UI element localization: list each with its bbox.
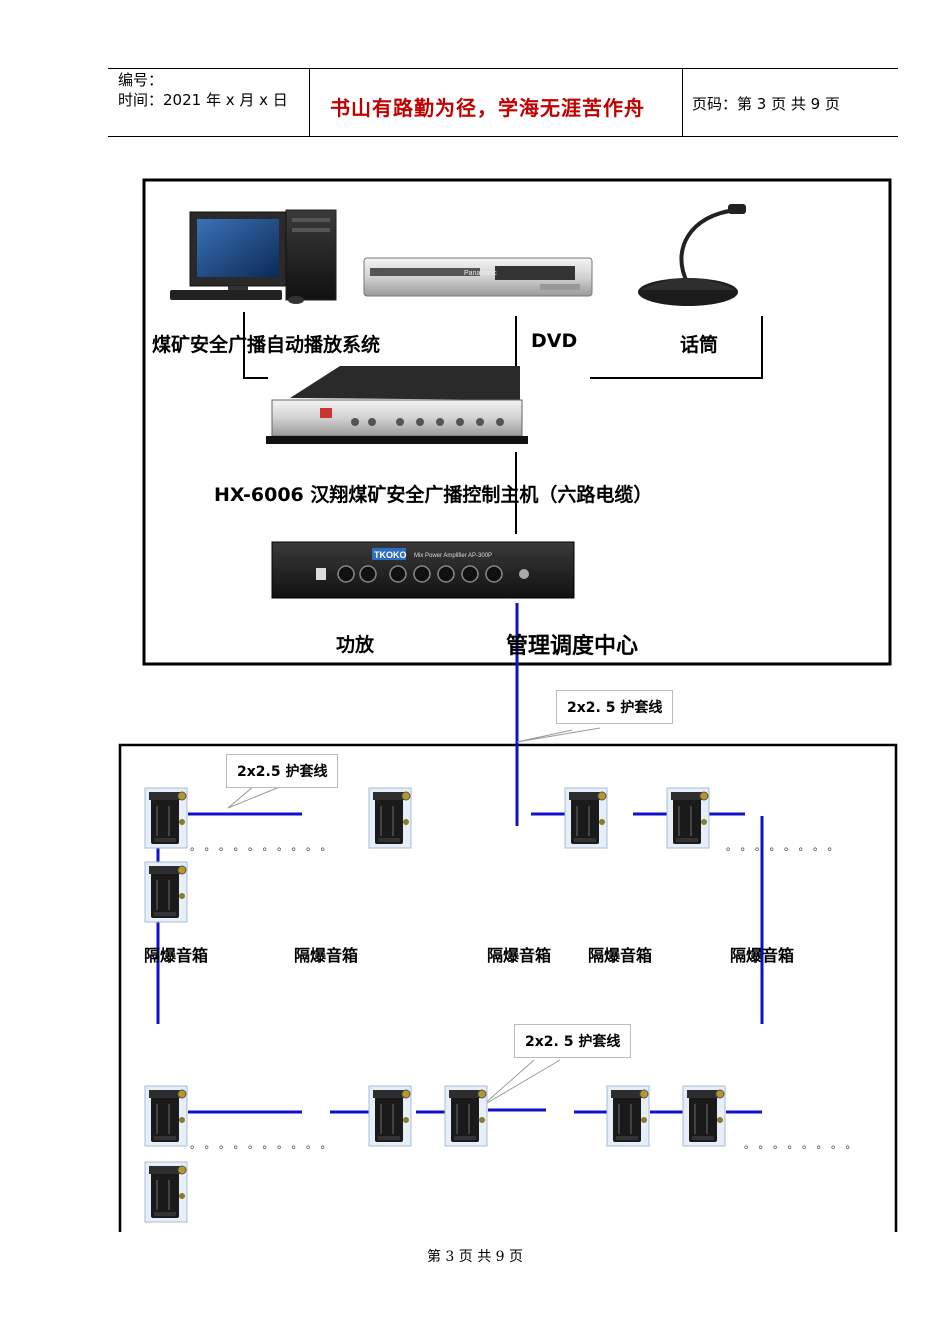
- power-amplifier-icon: TKOKO Mix Power Amplifier AP-300P: [272, 542, 574, 598]
- continuation-dots-row2-left: 。。。。。。。。。。: [190, 1136, 341, 1152]
- continuation-dots-row1-left: 。。。。。。。。。。: [190, 838, 341, 854]
- speaker-label: 隔爆音箱: [487, 942, 551, 966]
- computer-icon: [170, 210, 336, 304]
- microphone-icon: [638, 204, 746, 306]
- dispatch-center-label: 管理调度中心: [506, 628, 638, 660]
- control-host-label: HX-6006 汉翔煤矿安全广播控制主机（六路电缆）: [214, 480, 652, 507]
- page-footer: 第 3 页 共 9 页: [0, 1246, 950, 1266]
- speaker-label: 隔爆音箱: [588, 942, 652, 966]
- continuation-dots-row2-right: 。。。。。。。。: [744, 1136, 866, 1152]
- control-host-icon: [266, 366, 528, 444]
- continuation-dots-row1-right: 。。。。。。。。: [726, 838, 848, 854]
- speaker-label: 隔爆音箱: [294, 942, 358, 966]
- auto-broadcast-system-label: 煤矿安全广播自动播放系统: [152, 330, 380, 357]
- cable-callout-2: 2x2.5 护套线: [226, 754, 338, 788]
- microphone-label: 话筒: [680, 330, 718, 357]
- underground-box: [120, 745, 896, 1232]
- svg-text:TKOKO: TKOKO: [374, 550, 407, 560]
- dvd-player-icon: Panasonic: [364, 258, 592, 296]
- speaker-label: 隔爆音箱: [730, 942, 794, 966]
- svg-text:Panasonic: Panasonic: [464, 270, 497, 277]
- svg-text:Mix Power Amplifier AP-300P: Mix Power Amplifier AP-300P: [414, 553, 492, 559]
- cable-callout-3: 2x2. 5 护套线: [514, 1024, 631, 1058]
- cable-callout-1: 2x2. 5 护套线: [556, 690, 673, 724]
- dvd-label: DVD: [531, 330, 577, 352]
- speaker-label: 隔爆音箱: [144, 942, 208, 966]
- amplifier-label: 功放: [336, 630, 374, 657]
- cable-lines: [158, 603, 762, 1112]
